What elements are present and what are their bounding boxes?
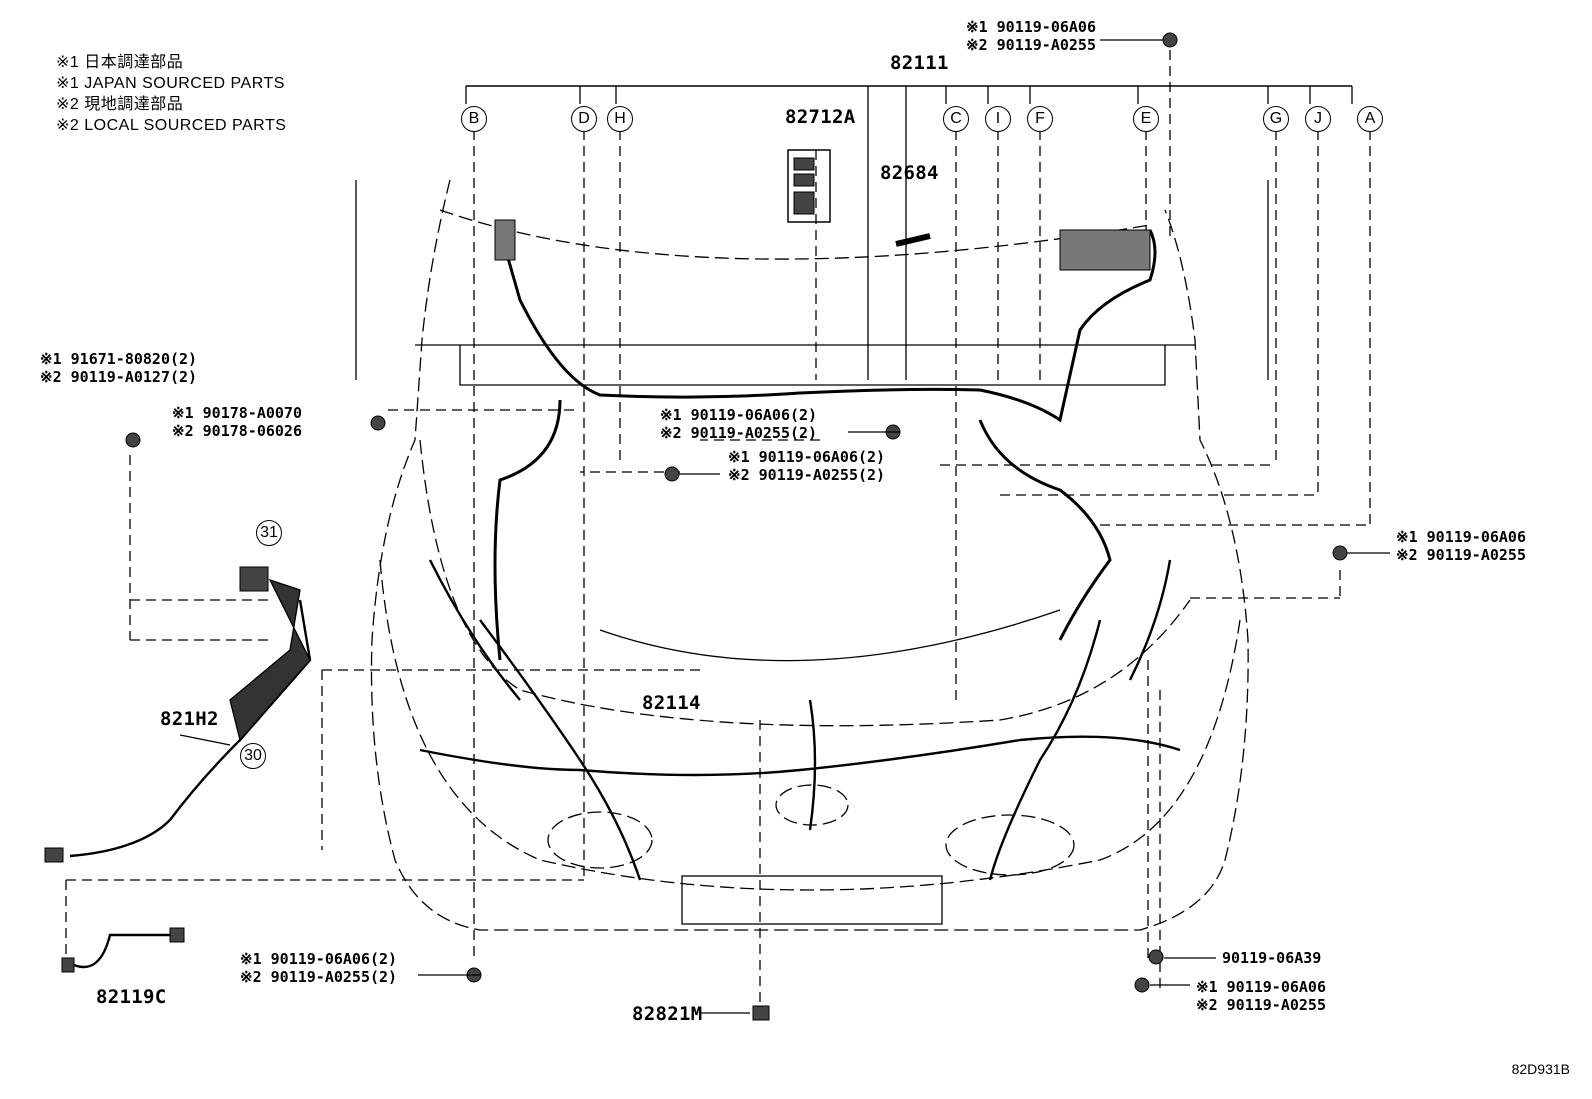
part-82712A: 82712A	[785, 106, 856, 128]
part-90119-06A39: 90119-06A39	[1222, 949, 1322, 967]
part-82684: 82684	[880, 162, 939, 184]
callout-31: 31	[256, 520, 282, 546]
part-82111: 82111	[890, 52, 949, 74]
part-82119C: 82119C	[96, 986, 167, 1008]
connector-H: H	[607, 106, 633, 132]
harness-82119C	[73, 933, 170, 969]
fastener-label-bottom-center: ※1 90119-06A06(2)※2 90119-A0255(2)	[240, 950, 398, 986]
diagram-reference-id: 82D931B	[1511, 1061, 1570, 1077]
part-821H2: 821H2	[160, 708, 219, 730]
harness-82111	[498, 229, 1157, 423]
fastener-label-bottom-right: ※1 90119-06A06※2 90119-A0255	[1196, 978, 1326, 1014]
harness-82114	[419, 735, 1181, 777]
part-82821M: 82821M	[632, 1003, 703, 1025]
connector-C: C	[943, 106, 969, 132]
connector-E: E	[1133, 106, 1159, 132]
connector-A: A	[1357, 106, 1383, 132]
connector-J: J	[1305, 106, 1331, 132]
harness-821H2	[69, 599, 312, 858]
callout-30: 30	[240, 743, 266, 769]
fastener-label-center-2: ※1 90119-06A06(2)※2 90119-A0255(2)	[728, 448, 886, 484]
body-outline	[370, 179, 1249, 931]
part-82114: 82114	[642, 692, 701, 714]
legend: ※1 日本調達部品 ※1 JAPAN SOURCED PARTS ※2 現地調達…	[56, 52, 286, 136]
fastener-label-top-right: ※1 90119-06A06※2 90119-A0255	[966, 18, 1096, 54]
fastener-label-center-1: ※1 90119-06A06(2)※2 90119-A0255(2)	[660, 406, 818, 442]
fastener-label-left-upper: ※1 91671-80820(2)※2 90119-A0127(2)	[40, 350, 198, 386]
legend-line: ※2 LOCAL SOURCED PARTS	[56, 117, 287, 134]
fastener-label-right-mid: ※1 90119-06A06※2 90119-A0255	[1396, 528, 1526, 564]
connector-F: F	[1027, 106, 1053, 132]
connector-D: D	[571, 106, 597, 132]
connector-I: I	[985, 106, 1011, 132]
fastener-label-left-mid: ※1 90178-A0070※2 90178-06026	[172, 404, 302, 440]
legend-line: ※2 現地調達部品	[56, 96, 184, 113]
legend-line: ※1 JAPAN SOURCED PARTS	[56, 75, 285, 92]
connector-B: B	[461, 106, 487, 132]
connector-G: G	[1263, 106, 1289, 132]
legend-line: ※1 日本調達部品	[56, 54, 184, 71]
